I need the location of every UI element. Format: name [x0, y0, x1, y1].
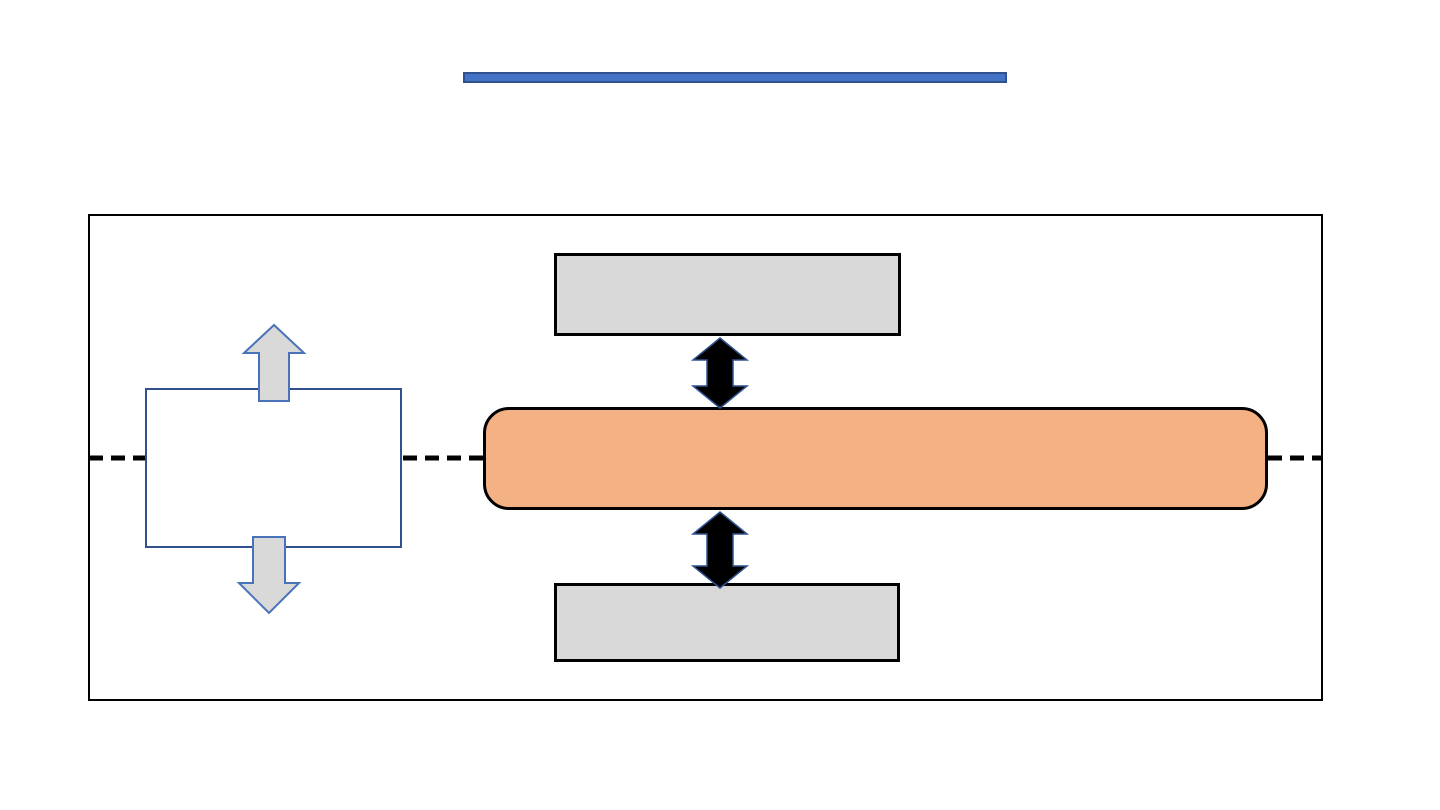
bottom-gray-box	[554, 583, 900, 662]
bottom-gray-box-label	[557, 586, 897, 659]
left-placeholder-box-label	[147, 390, 400, 546]
left-placeholder-box	[145, 388, 402, 548]
center-orange-bar-label	[486, 410, 1265, 507]
top-gray-box-label	[557, 256, 898, 333]
center-orange-bar	[483, 407, 1268, 510]
top-gray-box	[554, 253, 901, 336]
title-underline-bar	[463, 72, 1007, 83]
